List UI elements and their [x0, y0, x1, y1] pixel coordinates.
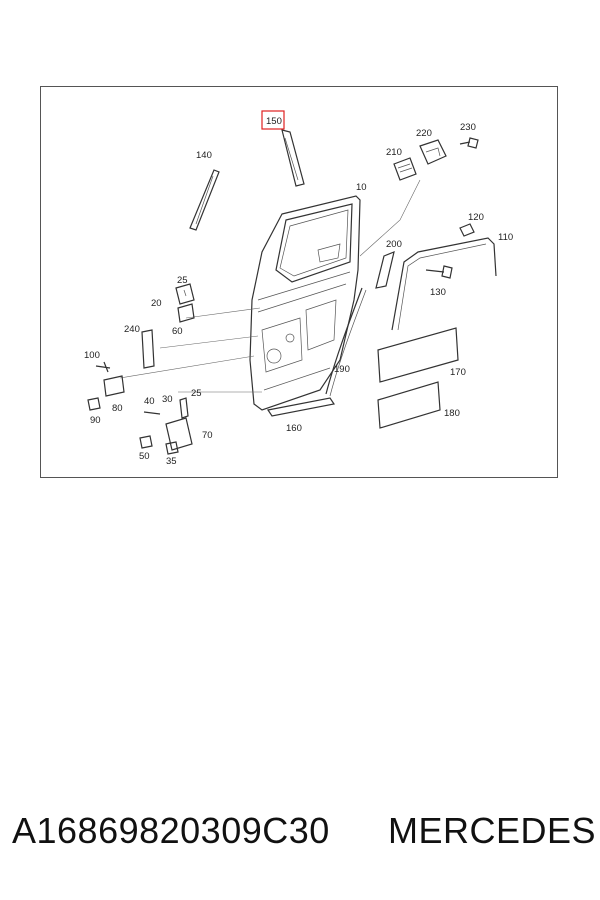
callout-10[interactable]: 10 — [356, 182, 367, 193]
callout-160[interactable]: 160 — [286, 423, 302, 434]
door-shell-10[interactable] — [249, 195, 361, 411]
callout-200[interactable]: 200 — [386, 239, 402, 250]
module-220[interactable] — [419, 139, 447, 165]
callout-140[interactable]: 140 — [196, 150, 212, 161]
callout-20[interactable]: 20 — [151, 298, 162, 309]
callout-220[interactable]: 220 — [416, 128, 432, 139]
callout-50[interactable]: 50 — [139, 451, 150, 462]
lock-80[interactable] — [103, 375, 125, 397]
callout-40[interactable]: 40 — [144, 396, 155, 407]
nut-35[interactable] — [165, 441, 179, 455]
footer: A16869820309C30 MERCEDES — [0, 810, 600, 860]
callout-120[interactable]: 120 — [468, 212, 484, 223]
module-210[interactable] — [393, 157, 417, 181]
callout-210[interactable]: 210 — [386, 147, 402, 158]
callout-130[interactable]: 130 — [430, 287, 446, 298]
panel-180[interactable] — [377, 381, 441, 429]
brand-name: MERCEDES — [388, 810, 597, 851]
callout-70[interactable]: 70 — [202, 430, 213, 441]
bolt-130[interactable] — [425, 265, 453, 279]
clip-120[interactable] — [459, 223, 475, 237]
bolt-40[interactable] — [143, 411, 161, 415]
callout-100[interactable]: 100 — [84, 350, 100, 361]
highlight-box-150 — [261, 110, 285, 130]
callout-110[interactable]: 110 — [498, 232, 513, 243]
seal-strip-190[interactable] — [325, 287, 363, 395]
bottom-strip-160[interactable] — [267, 397, 335, 417]
callout-180[interactable]: 180 — [444, 408, 460, 419]
bolt-50[interactable] — [139, 435, 153, 449]
callout-170[interactable]: 170 — [450, 367, 466, 378]
window-channel-110[interactable] — [391, 237, 497, 331]
panel-170[interactable] — [377, 327, 459, 383]
callout-30[interactable]: 30 — [162, 394, 173, 405]
callout-25-lower[interactable]: 25 — [191, 388, 202, 399]
trim-200-shape[interactable] — [375, 251, 395, 289]
callout-90[interactable]: 90 — [90, 415, 101, 426]
bolt-100[interactable] — [95, 361, 111, 373]
callout-190[interactable]: 190 — [334, 364, 350, 375]
callout-60[interactable]: 60 — [172, 326, 183, 337]
callout-240[interactable]: 240 — [124, 324, 140, 335]
check-strap-240[interactable] — [141, 329, 155, 369]
screw-230[interactable] — [459, 137, 479, 149]
callout-80[interactable]: 80 — [112, 403, 123, 414]
bolt-90[interactable] — [87, 397, 101, 411]
callout-25-upper[interactable]: 25 — [177, 275, 188, 286]
callout-35[interactable]: 35 — [166, 456, 177, 467]
trim-150-shape[interactable] — [281, 129, 305, 187]
trim-140-shape — [189, 169, 220, 231]
hinge-lower[interactable] — [165, 417, 193, 451]
callout-230[interactable]: 230 — [460, 122, 476, 133]
callout-150[interactable]: 150 — [266, 116, 282, 127]
part-number: A16869820309C30 — [12, 810, 330, 851]
hinge-upper[interactable] — [175, 283, 195, 305]
diagram-frame — [40, 86, 558, 478]
